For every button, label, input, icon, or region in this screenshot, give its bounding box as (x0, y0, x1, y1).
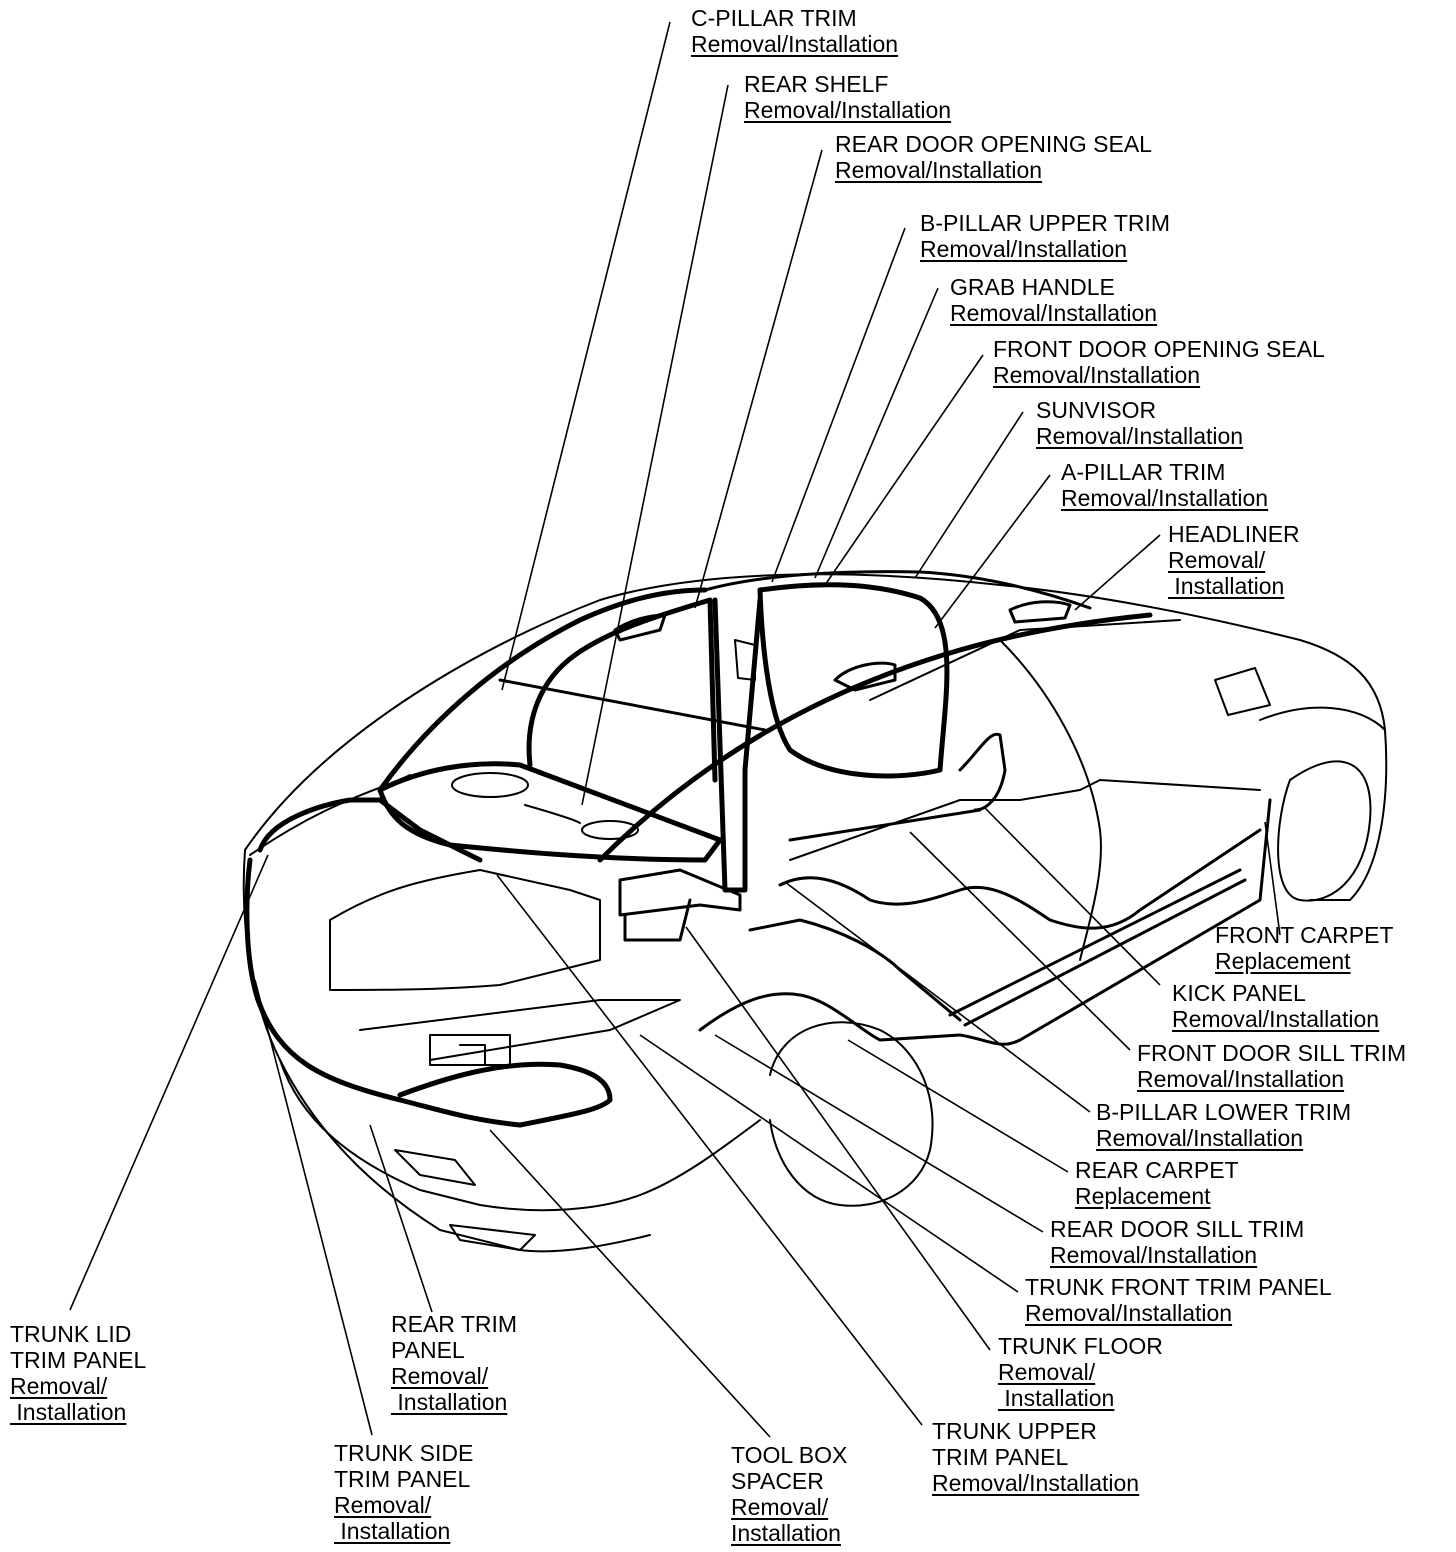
callout-name: TRUNK FLOOR (998, 1333, 1163, 1359)
callout-trunk-floor: TRUNK FLOOR Removal/ Installation (998, 1333, 1163, 1411)
callout-action-link[interactable]: Removal/Installation (1137, 1066, 1345, 1092)
callout-name: REAR CARPET (1075, 1157, 1239, 1183)
callout-name: TOOL BOX (731, 1442, 848, 1468)
callout-b-pillar-lower-trim: B-PILLAR LOWER TRIM Removal/Installation (1096, 1099, 1351, 1151)
callout-action-link[interactable]: Removal/ (1168, 547, 1266, 573)
callout-action-link[interactable]: Removal/Installation (1050, 1242, 1258, 1268)
callout-front-door-sill-trim: FRONT DOOR SILL TRIM Removal/Installatio… (1137, 1040, 1406, 1092)
callout-action-link[interactable]: Removal/ (10, 1373, 108, 1399)
callout-action-link[interactable]: Installation (10, 1399, 127, 1425)
callout-action-link[interactable]: Removal/Installation (920, 236, 1128, 262)
callout-action-link[interactable]: Installation (391, 1389, 508, 1415)
callout-trunk-lid-trim-panel: TRUNK LID TRIM PANEL Removal/ Installati… (10, 1321, 146, 1425)
callout-name: C-PILLAR TRIM (691, 5, 857, 31)
callout-action-link[interactable]: Removal/ (334, 1492, 432, 1518)
callout-name: TRIM PANEL (10, 1347, 147, 1373)
callout-rear-carpet: REAR CARPET Replacement (1075, 1157, 1239, 1209)
callout-kick-panel: KICK PANEL Removal/Installation (1172, 980, 1379, 1032)
callout-name: REAR TRIM (391, 1311, 518, 1337)
callout-name: KICK PANEL (1172, 980, 1306, 1006)
callout-action-link[interactable]: Removal/Installation (1025, 1300, 1233, 1326)
callout-rear-door-sill-trim: REAR DOOR SILL TRIM Removal/Installation (1050, 1216, 1304, 1268)
leader-lines (69, 21, 1281, 1438)
callout-name: REAR DOOR SILL TRIM (1050, 1216, 1305, 1242)
callout-action-link[interactable]: Replacement (1215, 948, 1351, 974)
callout-action-link[interactable]: Installation (731, 1520, 841, 1546)
callout-action-link[interactable]: Installation (1168, 573, 1285, 599)
callout-action-link[interactable]: Removal/Installation (691, 31, 899, 57)
callout-action-link[interactable]: Removal/Installation (744, 97, 952, 123)
callout-name: A-PILLAR TRIM (1061, 459, 1226, 485)
callout-front-door-opening-seal: FRONT DOOR OPENING SEAL Removal/Installa… (993, 336, 1325, 388)
callout-name: PANEL (391, 1337, 465, 1363)
callout-name: TRIM PANEL (932, 1444, 1069, 1470)
callout-name: FRONT DOOR OPENING SEAL (993, 336, 1325, 362)
callout-trunk-front-trim-panel: TRUNK FRONT TRIM PANEL Removal/Installat… (1025, 1274, 1332, 1326)
callout-action-link[interactable]: Removal/Installation (932, 1470, 1140, 1496)
callout-b-pillar-upper-trim: B-PILLAR UPPER TRIM Removal/Installation (920, 210, 1170, 262)
callout-c-pillar-trim: C-PILLAR TRIM Removal/Installation (691, 5, 898, 57)
callout-name: FRONT DOOR SILL TRIM (1137, 1040, 1407, 1066)
callout-name: TRUNK UPPER (932, 1418, 1097, 1444)
callout-action-link[interactable]: Replacement (1075, 1183, 1211, 1209)
callout-action-link[interactable]: Removal/Installation (993, 362, 1201, 388)
callout-action-link[interactable]: Removal/ (391, 1363, 489, 1389)
callout-action-link[interactable]: Removal/Installation (835, 157, 1043, 183)
callout-name: TRUNK SIDE (334, 1440, 474, 1466)
callout-name: B-PILLAR LOWER TRIM (1096, 1099, 1352, 1125)
callout-tool-box-spacer: TOOL BOX SPACER Removal/ Installation (731, 1442, 847, 1546)
callout-action-link[interactable]: Removal/Installation (1172, 1006, 1380, 1032)
callout-name: B-PILLAR UPPER TRIM (920, 210, 1171, 236)
callout-grab-handle: GRAB HANDLE Removal/Installation (950, 274, 1157, 326)
callout-trunk-side-trim-panel: TRUNK SIDE TRIM PANEL Removal/ Installat… (334, 1440, 473, 1544)
callout-action-link[interactable]: Installation (334, 1518, 451, 1544)
callout-action-link[interactable]: Removal/Installation (1036, 423, 1244, 449)
callout-rear-shelf: REAR SHELF Removal/Installation (744, 71, 951, 123)
callout-rear-trim-panel: REAR TRIM PANEL Removal/ Installation (391, 1311, 517, 1415)
callout-name: TRUNK LID (10, 1321, 132, 1347)
callout-action-link[interactable]: Installation (998, 1385, 1115, 1411)
callout-a-pillar-trim: A-PILLAR TRIM Removal/Installation (1061, 459, 1268, 511)
callout-front-carpet: FRONT CARPET Replacement (1215, 922, 1393, 974)
callout-name: GRAB HANDLE (950, 274, 1115, 300)
callout-name: SPACER (731, 1468, 824, 1494)
callout-name: TRUNK FRONT TRIM PANEL (1025, 1274, 1332, 1300)
callout-name: TRIM PANEL (334, 1466, 471, 1492)
callout-action-link[interactable]: Removal/ (998, 1359, 1096, 1385)
callout-name: REAR DOOR OPENING SEAL (835, 131, 1152, 157)
callout-rear-door-opening-seal: REAR DOOR OPENING SEAL Removal/Installat… (835, 131, 1152, 183)
callout-action-link[interactable]: Removal/Installation (1061, 485, 1269, 511)
callout-action-link[interactable]: Removal/ (731, 1494, 829, 1520)
callout-name: SUNVISOR (1036, 397, 1157, 423)
car-body-outline (242, 570, 1388, 1253)
callout-headliner: HEADLINER Removal/ Installation (1168, 521, 1300, 599)
callout-sunvisor: SUNVISOR Removal/Installation (1036, 397, 1243, 449)
callout-name: REAR SHELF (744, 71, 889, 97)
callout-name: FRONT CARPET (1215, 922, 1394, 948)
callout-name: HEADLINER (1168, 521, 1300, 547)
callout-action-link[interactable]: Removal/Installation (1096, 1125, 1304, 1151)
callout-trunk-upper-trim-panel: TRUNK UPPER TRIM PANEL Removal/Installat… (932, 1418, 1139, 1496)
callout-action-link[interactable]: Removal/Installation (950, 300, 1158, 326)
